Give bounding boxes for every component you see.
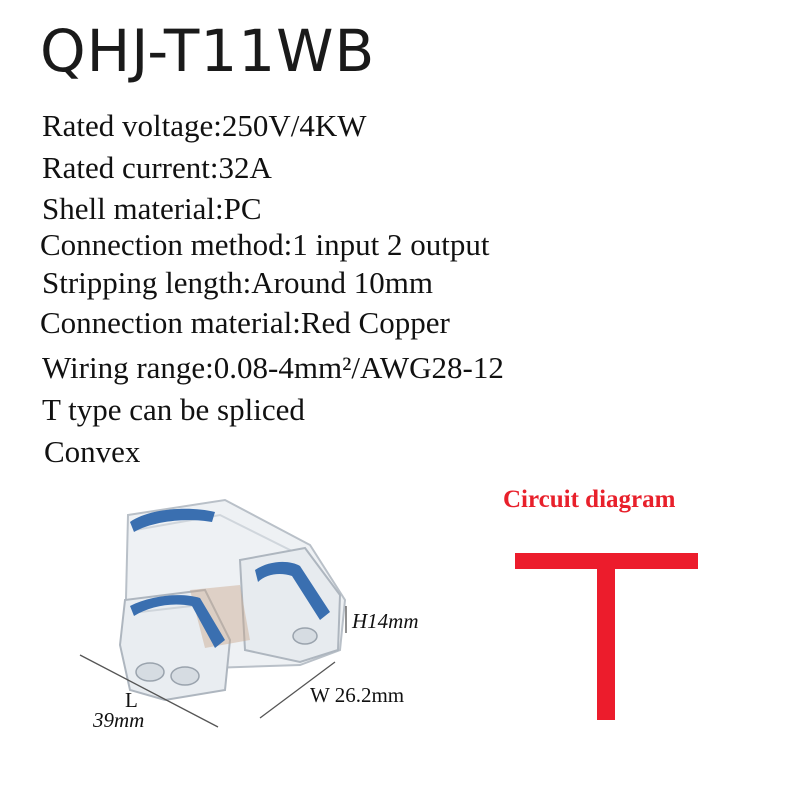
spec-connection-material: Connection material:Red Copper (40, 305, 450, 340)
length-dimension-letter: L (125, 688, 138, 712)
dimension-lines (79, 606, 347, 728)
spec-wiring-range: Wiring range:0.08-4mm²/AWG28-12 (42, 350, 504, 385)
t-connector-product-image (79, 498, 347, 728)
length-dimension-value: 39mm (93, 708, 145, 732)
width-dimension-label: W 26.2mm (310, 683, 405, 707)
blue-lever-icons (130, 508, 330, 648)
circuit-diagram-title: Circuit diagram (503, 486, 676, 513)
spec-rated-voltage: Rated voltage:250V/4KW (42, 108, 367, 143)
spec-t-type-spliced: T type can be spliced (42, 392, 305, 427)
spec-rated-current: Rated current:32A (42, 150, 272, 185)
spec-convex: Convex (44, 434, 141, 469)
t-symbol-stem (597, 553, 615, 720)
spec-shell-material: Shell material:PC (42, 191, 262, 226)
spec-stripping-length: Stripping length:Around 10mm (42, 265, 433, 300)
height-dimension-label: H14mm (352, 609, 419, 633)
product-model-title: QHJ-T11WB (40, 17, 376, 85)
spec-connection-method: Connection method:1 input 2 output (40, 227, 490, 262)
